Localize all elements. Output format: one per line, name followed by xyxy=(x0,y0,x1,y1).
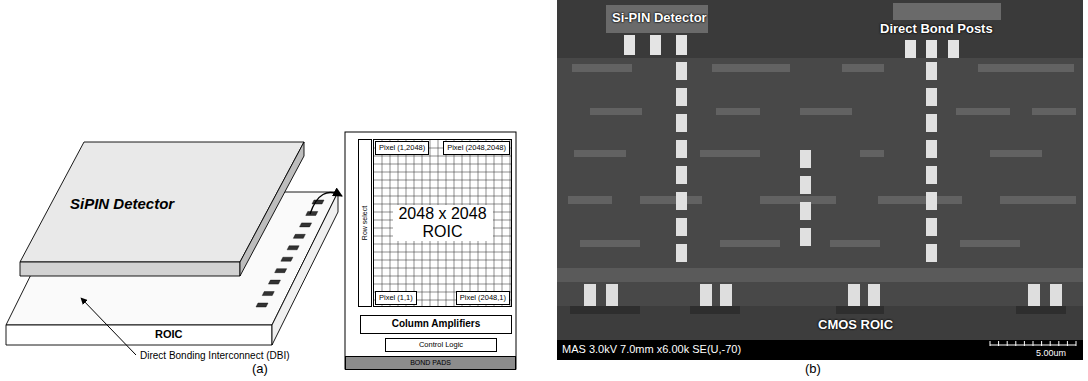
callout-label: Direct Bonding Interconnect (DBI) xyxy=(140,350,290,362)
grid-line xyxy=(390,140,391,306)
pixel-label: Pixel (1,1) xyxy=(379,294,413,303)
metal-layer xyxy=(568,64,1076,247)
leader-line xyxy=(81,298,136,355)
bond-pad xyxy=(312,200,324,204)
pixel-label-box: Pixel (1,1) xyxy=(375,291,417,305)
pixel-label: Pixel (1,2048) xyxy=(379,144,425,153)
pixel-label: Pixel (2048,1) xyxy=(460,294,506,303)
grid-line xyxy=(382,140,383,306)
bond-pad xyxy=(268,280,280,284)
sem-info-bar xyxy=(557,340,1083,360)
sem-label: Direct Bond Posts xyxy=(880,22,993,37)
row-select-strip: Row select xyxy=(358,139,372,307)
panel-caption-holder: (b) xyxy=(805,362,821,377)
bond-pad xyxy=(306,211,318,215)
array-title: 2048 x 2048 ROIC xyxy=(393,205,493,242)
bond-post xyxy=(650,35,661,55)
block-label: Column Amplifiers xyxy=(392,318,481,330)
bond-pads-band: BOND PADS xyxy=(345,356,516,369)
sem-info-text: MAS 3.0kV 7.0mm x6.00k SE(U,-70) xyxy=(562,343,741,356)
bond-post xyxy=(926,40,937,58)
bond-pad xyxy=(262,292,274,296)
sem-info-text-holder: MAS 3.0kV 7.0mm x6.00k SE(U,-70) xyxy=(562,343,741,356)
detector-metal xyxy=(893,3,1001,20)
block-label: Control Logic xyxy=(419,341,463,350)
panel-caption: (a) xyxy=(252,362,268,377)
slab-face xyxy=(6,325,272,345)
pixel-label-box: Pixel (1,2048) xyxy=(375,141,429,155)
bond-pad xyxy=(300,223,312,227)
grid-line xyxy=(510,140,511,306)
metal-layer xyxy=(557,268,1083,282)
block-label: BOND PADS xyxy=(410,359,451,367)
slab-label: SiPIN Detector xyxy=(70,195,174,212)
gate-bar xyxy=(570,306,1066,314)
panel-caption-holder: (a) xyxy=(252,362,268,377)
bond-pad xyxy=(287,246,299,250)
bond-pad xyxy=(293,234,305,238)
bond-post xyxy=(948,40,959,58)
grid-line xyxy=(374,156,511,157)
block-label: Row select xyxy=(361,206,369,240)
grid-line xyxy=(374,164,511,165)
detector-metal xyxy=(606,5,708,33)
grid-line xyxy=(374,180,511,181)
pixel-label-box: Pixel (2048,2048) xyxy=(443,141,510,155)
scale-bar xyxy=(990,341,1076,346)
slab-label: ROIC xyxy=(155,328,183,341)
column-amplifiers-box: Column Amplifiers xyxy=(360,315,512,334)
sem-image xyxy=(557,0,1083,360)
detector-layer xyxy=(557,0,1083,58)
sem-label-holder: CMOS ROIC xyxy=(818,318,893,333)
grid-line xyxy=(374,188,511,189)
bond-post xyxy=(905,40,916,58)
grid-line xyxy=(374,276,511,277)
scale-bar-label: 5.00um xyxy=(1036,348,1066,358)
control-logic-box: Control Logic xyxy=(385,338,497,352)
sem-label-holder: Direct Bond Posts xyxy=(880,22,993,37)
slab-face xyxy=(20,142,304,262)
bond-post xyxy=(624,35,635,55)
grid-line xyxy=(374,284,511,285)
sem-background xyxy=(557,0,1083,340)
contact-pillar xyxy=(584,284,1062,306)
bond-pad xyxy=(256,303,268,307)
sem-label-holder: Si-PIN Detector xyxy=(612,11,707,26)
grid-line xyxy=(374,252,511,253)
grid-line xyxy=(502,140,503,306)
slab-face xyxy=(240,142,304,276)
bond-pad xyxy=(275,269,287,273)
pixel-label: Pixel (2048,2048) xyxy=(447,144,506,153)
pixel-array: 2048 x 2048 ROIC Pixel (1,2048) Pixel (204… xyxy=(373,139,512,307)
detector-slab: SiPIN Detector xyxy=(18,140,308,280)
bond-post xyxy=(676,35,687,55)
scale-bar-label-holder: 5.00um xyxy=(1036,348,1066,358)
slab-face xyxy=(272,192,338,345)
grid-line xyxy=(374,244,511,245)
via-stack xyxy=(676,62,937,262)
grid-line xyxy=(494,140,495,306)
roic-floorplan-frame xyxy=(345,132,516,369)
pixel-label-box: Pixel (2048,1) xyxy=(456,291,510,305)
callout-label-holder: Direct Bonding Interconnect (DBI) xyxy=(140,350,290,362)
panel-caption: (b) xyxy=(805,362,821,377)
roic-substrate xyxy=(557,306,1083,340)
grid-line xyxy=(374,268,511,269)
grid-line xyxy=(374,172,511,173)
slab-face xyxy=(20,262,240,276)
sem-label: Si-PIN Detector xyxy=(612,11,707,26)
grid-line xyxy=(374,196,511,197)
zoom-arrow xyxy=(310,193,342,214)
sem-label: CMOS ROIC xyxy=(818,318,893,333)
bond-pad xyxy=(281,257,293,261)
grid-line xyxy=(374,260,511,261)
